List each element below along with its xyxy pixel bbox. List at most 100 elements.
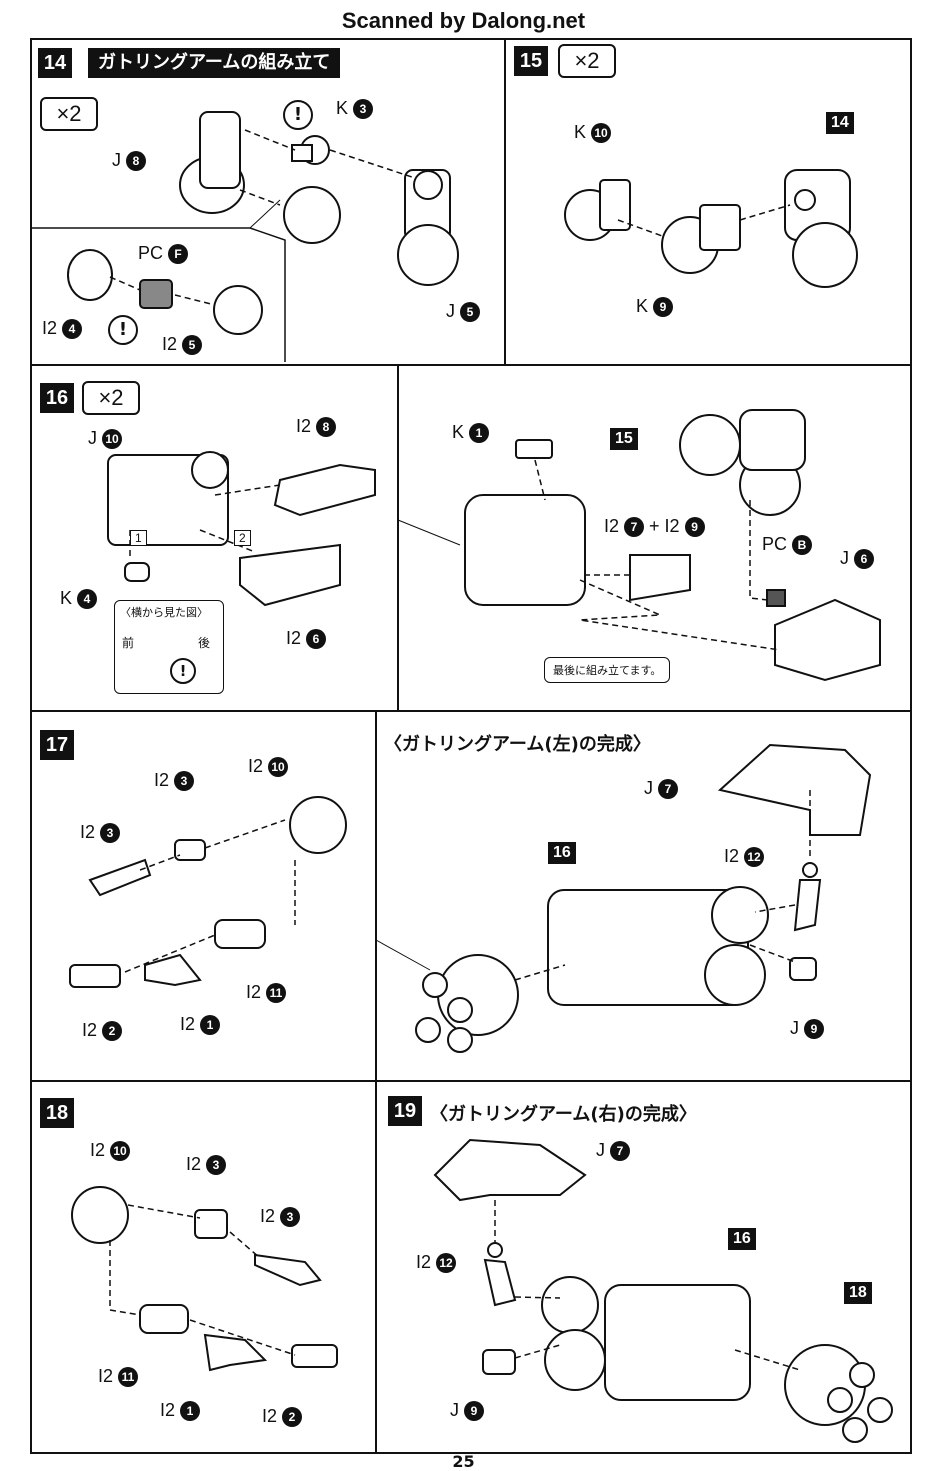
step-14-quantity: ×2 — [40, 97, 98, 131]
part-pc-b — [766, 589, 786, 607]
step-16-right-guides — [534, 459, 781, 651]
part-i2-12-r — [483, 1258, 517, 1307]
side-view-title: 〈横から見た図〉 — [120, 607, 208, 619]
part-step16-r — [604, 1284, 751, 1401]
label-ref-16-left: 16 — [548, 842, 576, 864]
left-complete-guides — [514, 790, 811, 981]
part-step15-drum — [679, 414, 741, 476]
part-i2-12-ball — [802, 862, 818, 878]
left-complete-title: 〈ガトリングアーム(左)の完成〉 — [384, 734, 651, 755]
step-17-parts — [69, 796, 347, 988]
label-ref-18: 18 — [844, 1282, 872, 1304]
step-14-title: ガトリングアームの組み立て — [88, 48, 341, 78]
part-j10-hole — [191, 451, 229, 489]
side-view-front: 前 — [122, 636, 135, 650]
part-i2-11-r — [139, 1304, 189, 1334]
part-i2-3-ra — [194, 1209, 228, 1239]
part-gatling-barrels-r — [784, 1344, 893, 1443]
step-18-panel — [30, 1080, 912, 1454]
step-14-inset-border — [32, 227, 286, 362]
part-step15-body — [739, 409, 806, 471]
step-16-callout — [397, 519, 461, 546]
part-i2-7-9 — [629, 554, 691, 602]
step-14-number: 14 — [38, 48, 72, 78]
part-i2-5 — [213, 285, 263, 335]
part-i2-10 — [289, 796, 347, 854]
part-pc-f — [139, 279, 173, 309]
part-i2-3-b — [88, 858, 152, 897]
part-i2-10-r — [71, 1186, 129, 1244]
part-left-wheel-bottom — [704, 944, 766, 1006]
step-17-guides — [124, 819, 296, 973]
part-step14-joint — [794, 189, 816, 211]
step-19-number: 19 — [388, 1096, 422, 1126]
part-i2-3-a — [174, 839, 206, 861]
label-ref-15: 15 — [610, 428, 638, 450]
step-16-number: 16 — [40, 383, 74, 413]
step-15-parts — [564, 169, 858, 288]
step-18-guides — [109, 1204, 296, 1356]
step-17-number: 17 — [40, 730, 74, 760]
step-16-quantity: ×2 — [82, 381, 140, 415]
side-view-box — [114, 600, 224, 694]
part-j5 — [397, 224, 459, 286]
step-15-number: 15 — [514, 46, 548, 76]
right-complete-title: 〈ガトリングアーム(右)の完成〉 — [430, 1104, 697, 1125]
step-18-number: 18 — [40, 1098, 74, 1128]
part-j7 — [717, 743, 872, 836]
part-step14-wheel — [792, 222, 858, 288]
part-i2-12 — [793, 879, 822, 932]
side-view-back: 後 — [198, 636, 211, 650]
step-19-guides — [494, 1200, 801, 1371]
part-i2-3-rb — [254, 1253, 322, 1287]
step-18-parts — [71, 1186, 338, 1372]
assembly-note: 最後に組み立てます。 — [544, 657, 671, 683]
order-1: 1 — [130, 530, 147, 546]
step-17-callout — [375, 939, 431, 971]
step-14-callout — [249, 199, 281, 229]
page-number: 25 — [452, 1452, 475, 1471]
part-k4 — [124, 562, 150, 582]
part-j8-arm — [199, 111, 241, 189]
label-ref-14: 14 — [826, 112, 854, 134]
step-14-warning-icon: ! — [283, 100, 313, 130]
step-16-right-parts — [464, 409, 881, 682]
part-j9 — [789, 957, 817, 981]
part-i2-8 — [273, 463, 376, 517]
part-i2-1-r — [203, 1333, 268, 1372]
part-i2-12-r-ball — [487, 1242, 503, 1258]
label-ref-16-right: 16 — [728, 1228, 756, 1250]
part-j7-r — [433, 1138, 587, 1202]
part-i2-11 — [214, 919, 266, 949]
step-14-guides — [109, 129, 416, 306]
part-i2-2 — [69, 964, 121, 988]
step-14-inset-warning-icon: ! — [108, 315, 138, 345]
